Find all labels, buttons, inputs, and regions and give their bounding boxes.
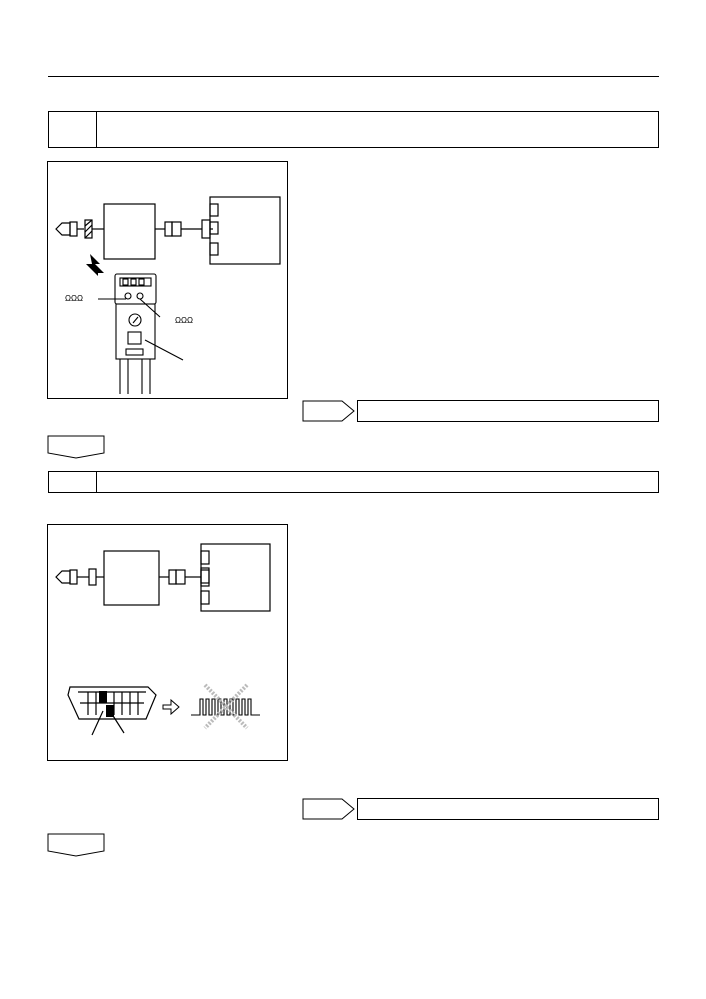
right-arrow-outline-icon-2 <box>162 698 180 716</box>
step-2-figure <box>47 524 288 761</box>
cross-icon <box>203 683 249 730</box>
right-arrow-outline-icon-step2 <box>302 798 355 820</box>
connector-diagram-2 <box>55 543 271 736</box>
step-1-result-text <box>357 400 659 422</box>
step-1-header <box>48 111 659 148</box>
down-arrow-icon <box>86 254 104 276</box>
step-1-figure: ΩΩΩ ΩΩΩ <box>47 161 288 399</box>
step-2-number <box>49 472 97 492</box>
step-2-result-label <box>306 802 340 816</box>
step-1-next-label <box>52 439 100 451</box>
legend-box-left: ΩΩΩ <box>65 294 83 303</box>
connector-diagram-1 <box>55 196 281 394</box>
step-2-next-label <box>52 837 100 849</box>
step-1-instruction <box>97 112 658 147</box>
step-2-next-tab <box>47 833 105 857</box>
step-1-next-tab <box>47 435 105 459</box>
legend-box-right: ΩΩΩ <box>175 316 193 325</box>
step-1-result-label <box>306 404 340 418</box>
step-2-header <box>48 471 659 493</box>
header-rule <box>48 76 659 77</box>
step-1-number <box>49 112 97 147</box>
step-2-result-text <box>357 798 659 820</box>
right-arrow-outline-icon <box>302 400 355 422</box>
step-2-instruction <box>97 472 658 492</box>
